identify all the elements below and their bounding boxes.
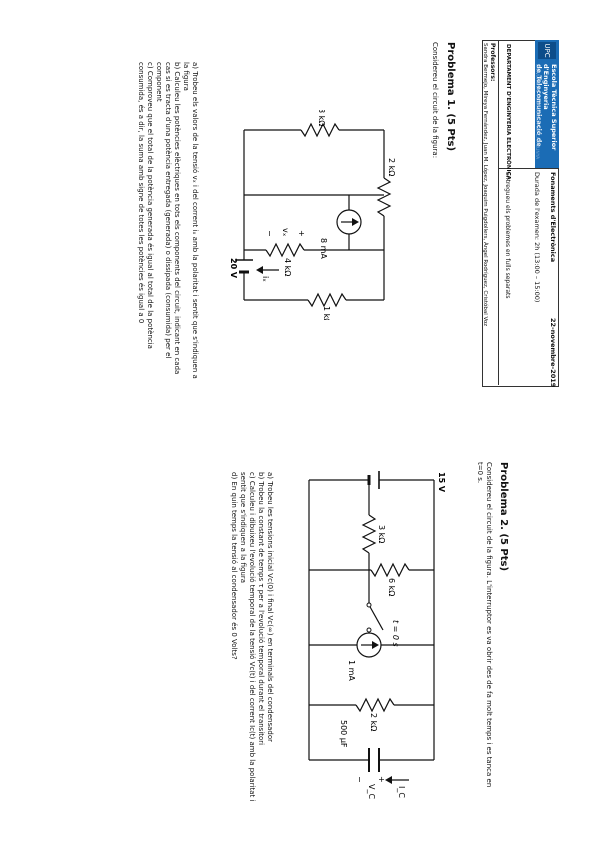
p2-r2-label: 6 kΩ	[387, 578, 396, 596]
p2-r3-label: 2 kΩ	[369, 713, 378, 731]
department-name: DEPARTAMENT D'ENGINYERIA ELECTRÒNICA	[505, 44, 511, 180]
problem1-questions: a) Trobeu els valors de la tensió vₓ i d…	[136, 62, 199, 382]
p2-r1-label: 3 kΩ	[377, 525, 386, 543]
p2-question-c: c) Calculeu i dibuixeu l'evolució tempor…	[239, 472, 256, 802]
p1-r-mid-label: 4 kΩ	[283, 258, 292, 276]
p2-capacitor-label: 500 µF	[339, 720, 348, 748]
professors-list: Sandra Bermejo, Mireya Fernández, Juan M…	[482, 43, 488, 327]
professors-label: Professors:	[489, 43, 496, 82]
p1-vx-plus: +	[297, 230, 306, 237]
p2-current-source-label: 1 mA	[347, 660, 356, 681]
problem2-circuit: 15 V 3 kΩ 6 kΩ t = 0 s 1 mA 2 kΩ 500 µF …	[308, 471, 446, 799]
p2-vc-label: V_C	[367, 784, 376, 799]
problem2-questions: a) Trobeu les tensions inicial Vc(0) i f…	[229, 472, 274, 812]
school-name: Escola Tècnica Superior d'Enginyeria de …	[527, 64, 559, 166]
p1-vx-minus: −	[265, 230, 274, 237]
p2-question-d: d) En quin temps la tensió al condensado…	[230, 472, 238, 660]
exam-date: 22-novembre-2019	[549, 318, 557, 388]
course-name: Fonaments d'Electrònica	[549, 172, 557, 263]
p1-question-c: c) Comproveu que el total de la potència…	[137, 62, 154, 349]
header-divider-h	[498, 40, 499, 385]
university-name: UNIVERSITAT POLITÈCNICA DE CATALUNYA	[534, 64, 539, 160]
p1-question-b: b) Calculeu les potències elèctriques en…	[155, 62, 181, 375]
p2-switch-label: t = 0 s	[391, 620, 400, 647]
problem2-intro: Considereu el circuit de la figura. L'in…	[476, 462, 493, 788]
problem1-intro: Considereu el circuit de la figura:	[431, 42, 439, 159]
p2-vc-minus: −	[355, 776, 364, 783]
p1-vx-label: vₓ	[281, 228, 290, 237]
exam-instructions: Entregueu els problemes en fulls separat…	[504, 172, 511, 299]
upc-logo-icon: UPC	[538, 42, 556, 59]
problem1-title: Problema 1. (5 Pts)	[445, 42, 456, 152]
p1-r-top-label: 2 kΩ	[387, 158, 396, 176]
problem2-title: Problema 2. (5 Pts)	[498, 462, 509, 572]
problem1-circuit: 2 kΩ 8 kΩ 8 mA 4 kΩ 1 kΩ 20 V + vₓ − iₓ	[229, 110, 396, 320]
school-line1: Escola Tècnica Superior d'Enginyeria	[542, 64, 559, 151]
p2-question-a: a) Trobeu les tensions inicial Vc(0) i f…	[266, 472, 274, 743]
p2-voltage-source-label: 15 V	[437, 472, 446, 493]
p1-current-source-label: 8 mA	[319, 238, 328, 259]
p2-ic-label: I_C	[397, 786, 406, 798]
p1-voltage-source-label: 20 V	[229, 258, 238, 279]
p2-question-b: b) Trobeu la constant de temps τ per a l…	[257, 472, 265, 746]
p1-question-a: a) Trobeu els valors de la tensió vₓ i d…	[182, 62, 199, 379]
p2-vc-plus: +	[377, 776, 386, 783]
p1-ix-label: iₓ	[261, 276, 270, 282]
p1-r-right-label: 1 kΩ	[322, 306, 331, 320]
exam-duration: Durada de l'examen: 2h (13:00 – 15:00)	[533, 172, 541, 303]
p1-r-left-label: 8 kΩ	[317, 110, 326, 126]
